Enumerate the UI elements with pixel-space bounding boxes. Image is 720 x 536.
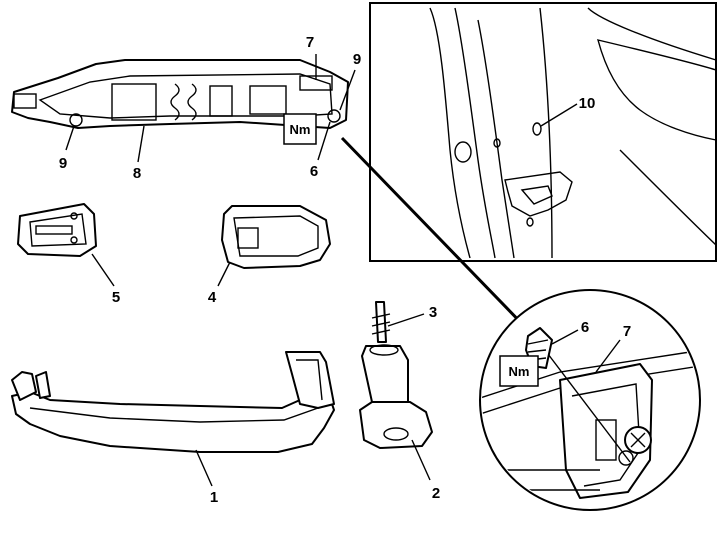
torque-box-top: Nm bbox=[283, 113, 317, 145]
lock-cylinder-part-2 bbox=[359, 344, 433, 449]
callout-9-left: 9 bbox=[59, 155, 67, 172]
callout-2: 2 bbox=[432, 485, 440, 502]
gasket-part-4 bbox=[221, 205, 331, 269]
callout-9-right: 9 bbox=[353, 51, 361, 68]
callout-6-inset: 6 bbox=[581, 319, 589, 336]
callout-4: 4 bbox=[208, 289, 217, 306]
outer-handle-part-1 bbox=[11, 351, 335, 453]
callout-10: 10 bbox=[579, 95, 596, 112]
magnified-detail-circle bbox=[479, 289, 701, 511]
door-inset-panel: 10 bbox=[369, 2, 717, 262]
callout-7-top: 7 bbox=[306, 34, 314, 51]
torque-label-detail: Nm bbox=[509, 364, 530, 379]
callout-8: 8 bbox=[133, 165, 141, 182]
torque-box-detail: Nm bbox=[499, 355, 539, 387]
callout-3: 3 bbox=[429, 304, 437, 321]
lock-rod-part-3 bbox=[371, 301, 391, 343]
detail-leader-line bbox=[340, 136, 532, 334]
handle-carrier-part-8 bbox=[11, 59, 349, 129]
callout-1: 1 bbox=[210, 489, 218, 506]
torque-label-top: Nm bbox=[290, 122, 311, 137]
callout-6-top: 6 bbox=[310, 163, 318, 180]
gasket-part-5 bbox=[17, 203, 97, 257]
callout-5: 5 bbox=[112, 289, 120, 306]
callout-7-inset: 7 bbox=[623, 323, 631, 340]
